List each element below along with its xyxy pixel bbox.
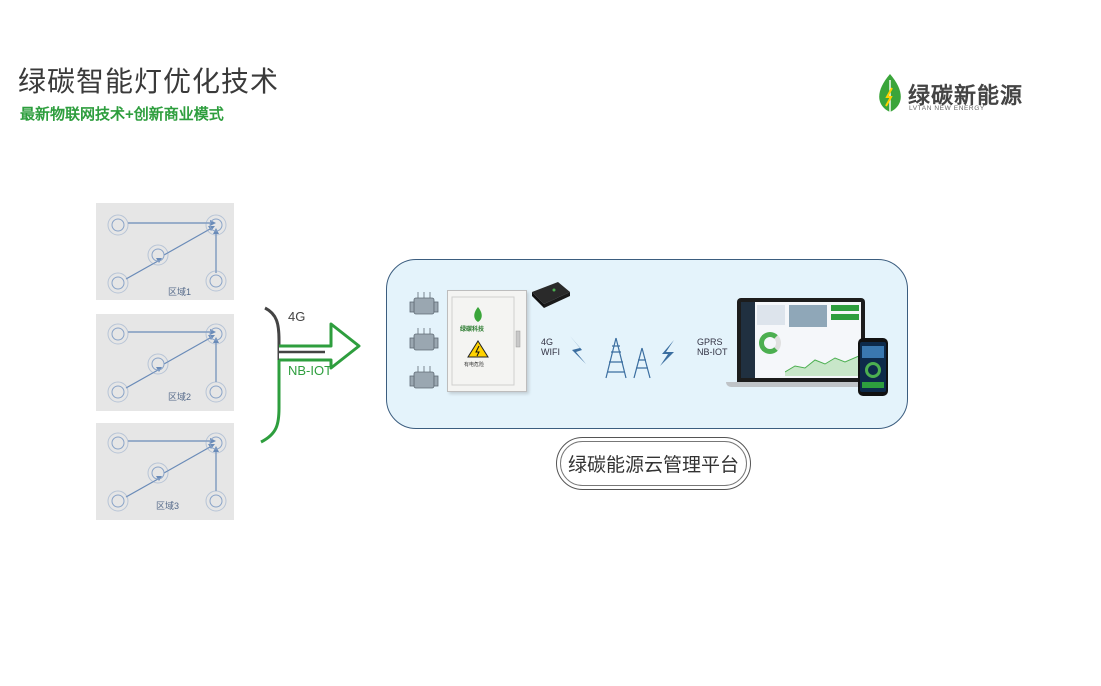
logo-english: LVTAN NEW ENERGY	[909, 105, 985, 112]
laptop-dashboard	[737, 298, 865, 382]
leaf-icon	[879, 74, 901, 116]
zone-label: 区域3	[156, 501, 180, 511]
comm-label-right: GPRS NB-IOT	[697, 337, 728, 357]
zone-1-panel: 区域1	[96, 203, 234, 300]
page-title: 绿碳智能灯优化技术	[18, 66, 280, 97]
zone-label: 区域2	[168, 392, 192, 402]
zone-3-network	[107, 432, 227, 512]
cloud-platform-label: 绿碳能源云管理平台	[556, 437, 751, 490]
transformer-icon	[409, 292, 439, 389]
uplink-arrow	[260, 306, 361, 444]
bulb-icon	[107, 432, 227, 512]
laptop-base	[726, 382, 876, 387]
zone-3-panel: 区域3	[96, 423, 234, 520]
cabinet-warning: 有电危险	[464, 362, 485, 368]
zone-2-network	[107, 323, 227, 403]
zone-label: 区域1	[168, 287, 192, 297]
phone-app	[858, 338, 888, 396]
platform-label-text: 绿碳能源云管理平台	[560, 441, 747, 486]
link-label-4g: 4G	[288, 309, 306, 324]
comm-label-left: 4G WIFI	[541, 337, 560, 357]
transformer-icons	[409, 292, 439, 389]
lightning-signal-icon	[570, 336, 586, 364]
bulb-icon	[107, 214, 227, 294]
page-subtitle: 最新物联网技术+创新商业模式	[20, 106, 224, 123]
lightning-signal-icon	[660, 340, 674, 366]
leaf-icon	[474, 307, 482, 322]
zone-2-panel: 区域2	[96, 314, 234, 411]
company-logo: 绿碳新能源 LVTAN NEW ENERGY	[874, 72, 1044, 120]
tower-icon	[605, 337, 651, 379]
logo-name: 绿碳新能源	[908, 83, 1024, 108]
zone-1-network	[107, 214, 227, 294]
cabinet-brand: 绿碳科技	[460, 327, 485, 333]
gateway-device	[532, 282, 570, 308]
bulb-icon	[107, 323, 227, 403]
link-label-nbiot: NB-IOT	[288, 363, 333, 378]
control-cabinet: 绿碳科技 有电危险	[447, 290, 527, 392]
signal-towers	[570, 336, 674, 379]
